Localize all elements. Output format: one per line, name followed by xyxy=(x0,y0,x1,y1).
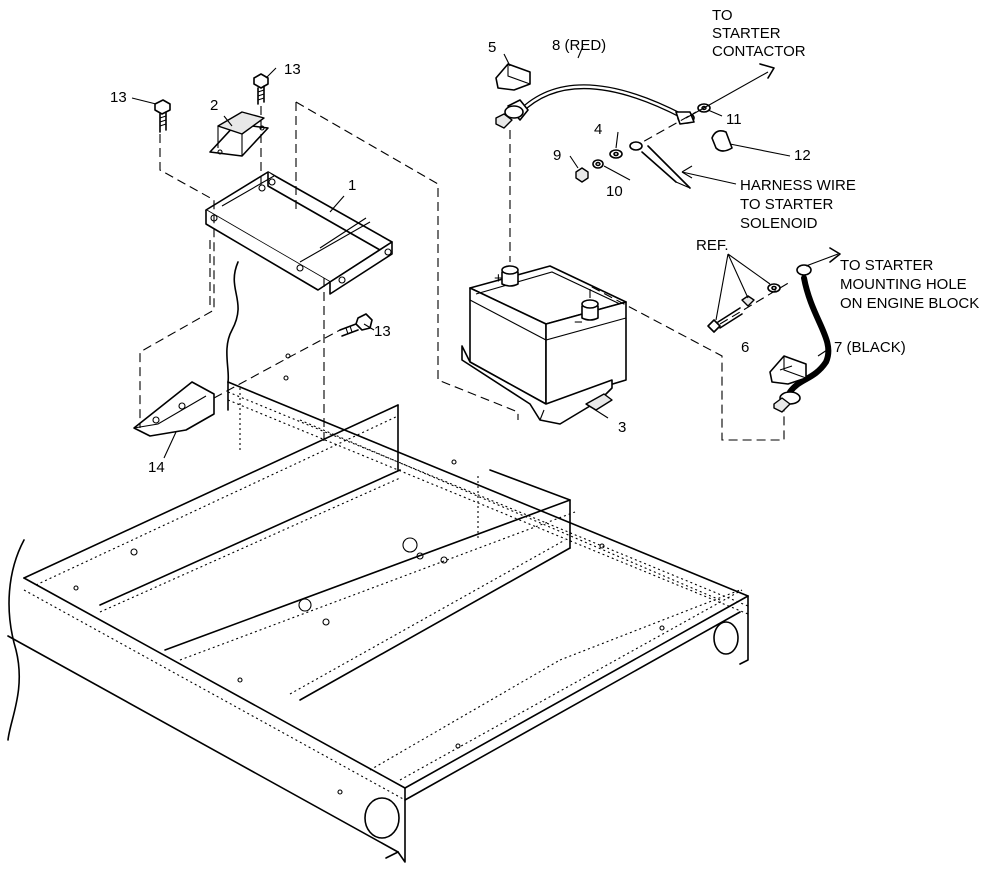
callout-mounting-line-2: MOUNTING HOLE xyxy=(840,276,967,293)
base-frame xyxy=(7,261,749,863)
label-part-5: 5 xyxy=(488,39,496,56)
hardware-9-10-4 xyxy=(575,149,623,183)
frame-hole-front xyxy=(364,797,400,839)
callout-contactor-line-2: STARTER xyxy=(712,25,781,42)
label-part-9: 9 xyxy=(553,147,561,164)
callout-mounting-line-1: TO STARTER xyxy=(840,257,934,274)
bolt-13a xyxy=(154,99,171,133)
callout-mounting-line-3: ON ENGINE BLOCK xyxy=(840,295,979,312)
label-part-8: 8 (RED) xyxy=(552,37,606,54)
bolt-13b xyxy=(253,73,269,105)
label-part-14: 14 xyxy=(148,459,165,476)
label-part-1: 1 xyxy=(348,177,356,194)
label-part-2: 2 xyxy=(210,97,218,114)
callout-harness-line-2: TO STARTER xyxy=(740,196,834,213)
label-part-12: 12 xyxy=(794,147,811,164)
battery-plus-mark: + xyxy=(494,270,503,287)
battery xyxy=(461,265,627,425)
callout-contactor-line-1: TO xyxy=(712,7,733,24)
bolt-13c xyxy=(339,313,373,337)
support-bracket xyxy=(133,381,215,437)
label-part-13a: 13 xyxy=(110,89,127,106)
hold-down-clamp xyxy=(209,111,269,157)
black-cable xyxy=(773,264,832,413)
callout-harness-wire: HARNESS WIRE TO STARTER SOLENOID xyxy=(740,177,856,232)
terminal-boot-red xyxy=(495,63,531,91)
leader-lines xyxy=(131,45,841,459)
callout-harness-line-1: HARNESS WIRE xyxy=(740,177,856,194)
label-part-3: 3 xyxy=(618,419,626,436)
red-cable xyxy=(495,84,695,129)
callout-starter-contactor: TO STARTER CONTACTOR xyxy=(712,7,806,60)
label-part-11: 11 xyxy=(726,111,742,128)
terminal-boot-black xyxy=(769,355,807,385)
label-part-13c: 13 xyxy=(374,323,391,340)
label-part-10: 10 xyxy=(606,183,623,200)
label-part-4: 4 xyxy=(594,121,602,138)
assembly-lines xyxy=(139,101,785,446)
harness-wire xyxy=(629,111,697,189)
frame-hole-right xyxy=(713,621,739,655)
label-part-13b: 13 xyxy=(284,61,301,78)
battery-minus-mark: − xyxy=(574,314,583,331)
callout-mounting-hole: TO STARTER MOUNTING HOLE ON ENGINE BLOCK xyxy=(840,257,979,312)
label-part-6: 6 xyxy=(741,339,749,356)
callout-contactor-line-3: CONTACTOR xyxy=(712,43,806,60)
callout-harness-line-3: SOLENOID xyxy=(740,215,818,232)
ref-hardware xyxy=(707,281,791,333)
label-ref: REF. xyxy=(696,237,729,254)
label-part-7: 7 (BLACK) xyxy=(834,339,906,356)
